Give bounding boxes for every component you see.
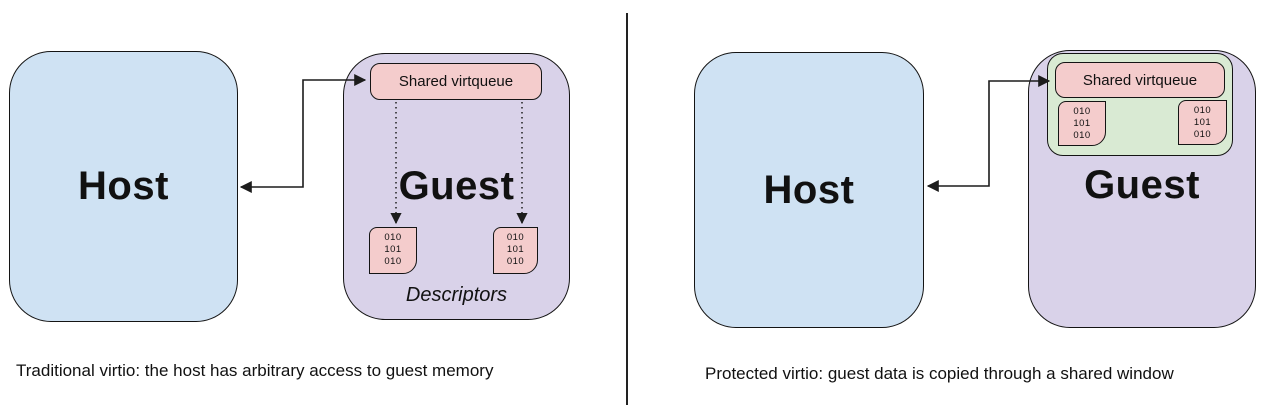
shared-virtqueue-box: Shared virtqueue bbox=[1055, 62, 1225, 98]
binary-line: 010 bbox=[506, 232, 525, 243]
shared-virtqueue-label: Shared virtqueue bbox=[1082, 71, 1198, 89]
binary-line: 010 bbox=[506, 256, 525, 267]
binary-line: 010 bbox=[1073, 130, 1091, 141]
descriptor-box: 010 101 010 bbox=[369, 227, 417, 274]
descriptor-box: 010 101 010 bbox=[1178, 100, 1227, 145]
binary-line: 010 bbox=[1193, 105, 1212, 116]
host-label: Host bbox=[78, 164, 169, 208]
protected-caption: Protected virtio: guest data is copied t… bbox=[705, 364, 1174, 383]
traditional-caption: Traditional virtio: the host has arbitra… bbox=[16, 361, 494, 380]
binary-line: 101 bbox=[384, 244, 402, 255]
binary-line: 010 bbox=[1193, 129, 1212, 140]
binary-line: 010 bbox=[1073, 106, 1091, 117]
host-box: Host bbox=[9, 51, 238, 322]
binary-line: 010 bbox=[384, 232, 402, 243]
shared-virtqueue-label: Shared virtqueue bbox=[398, 73, 514, 90]
guest-label: Guest bbox=[1084, 163, 1200, 207]
descriptor-box: 010 101 010 bbox=[1058, 101, 1106, 146]
shared-virtqueue-box: Shared virtqueue bbox=[370, 63, 542, 100]
binary-line: 010 bbox=[384, 256, 402, 267]
descriptor-box: 010 101 010 bbox=[493, 227, 538, 274]
binary-line: 101 bbox=[1193, 117, 1212, 128]
guest-label: Guest bbox=[398, 164, 515, 208]
host-box: Host bbox=[694, 52, 924, 328]
binary-line: 101 bbox=[506, 244, 525, 255]
descriptors-label: Descriptors bbox=[405, 284, 508, 306]
host-label: Host bbox=[763, 167, 855, 212]
binary-line: 101 bbox=[1073, 118, 1091, 129]
